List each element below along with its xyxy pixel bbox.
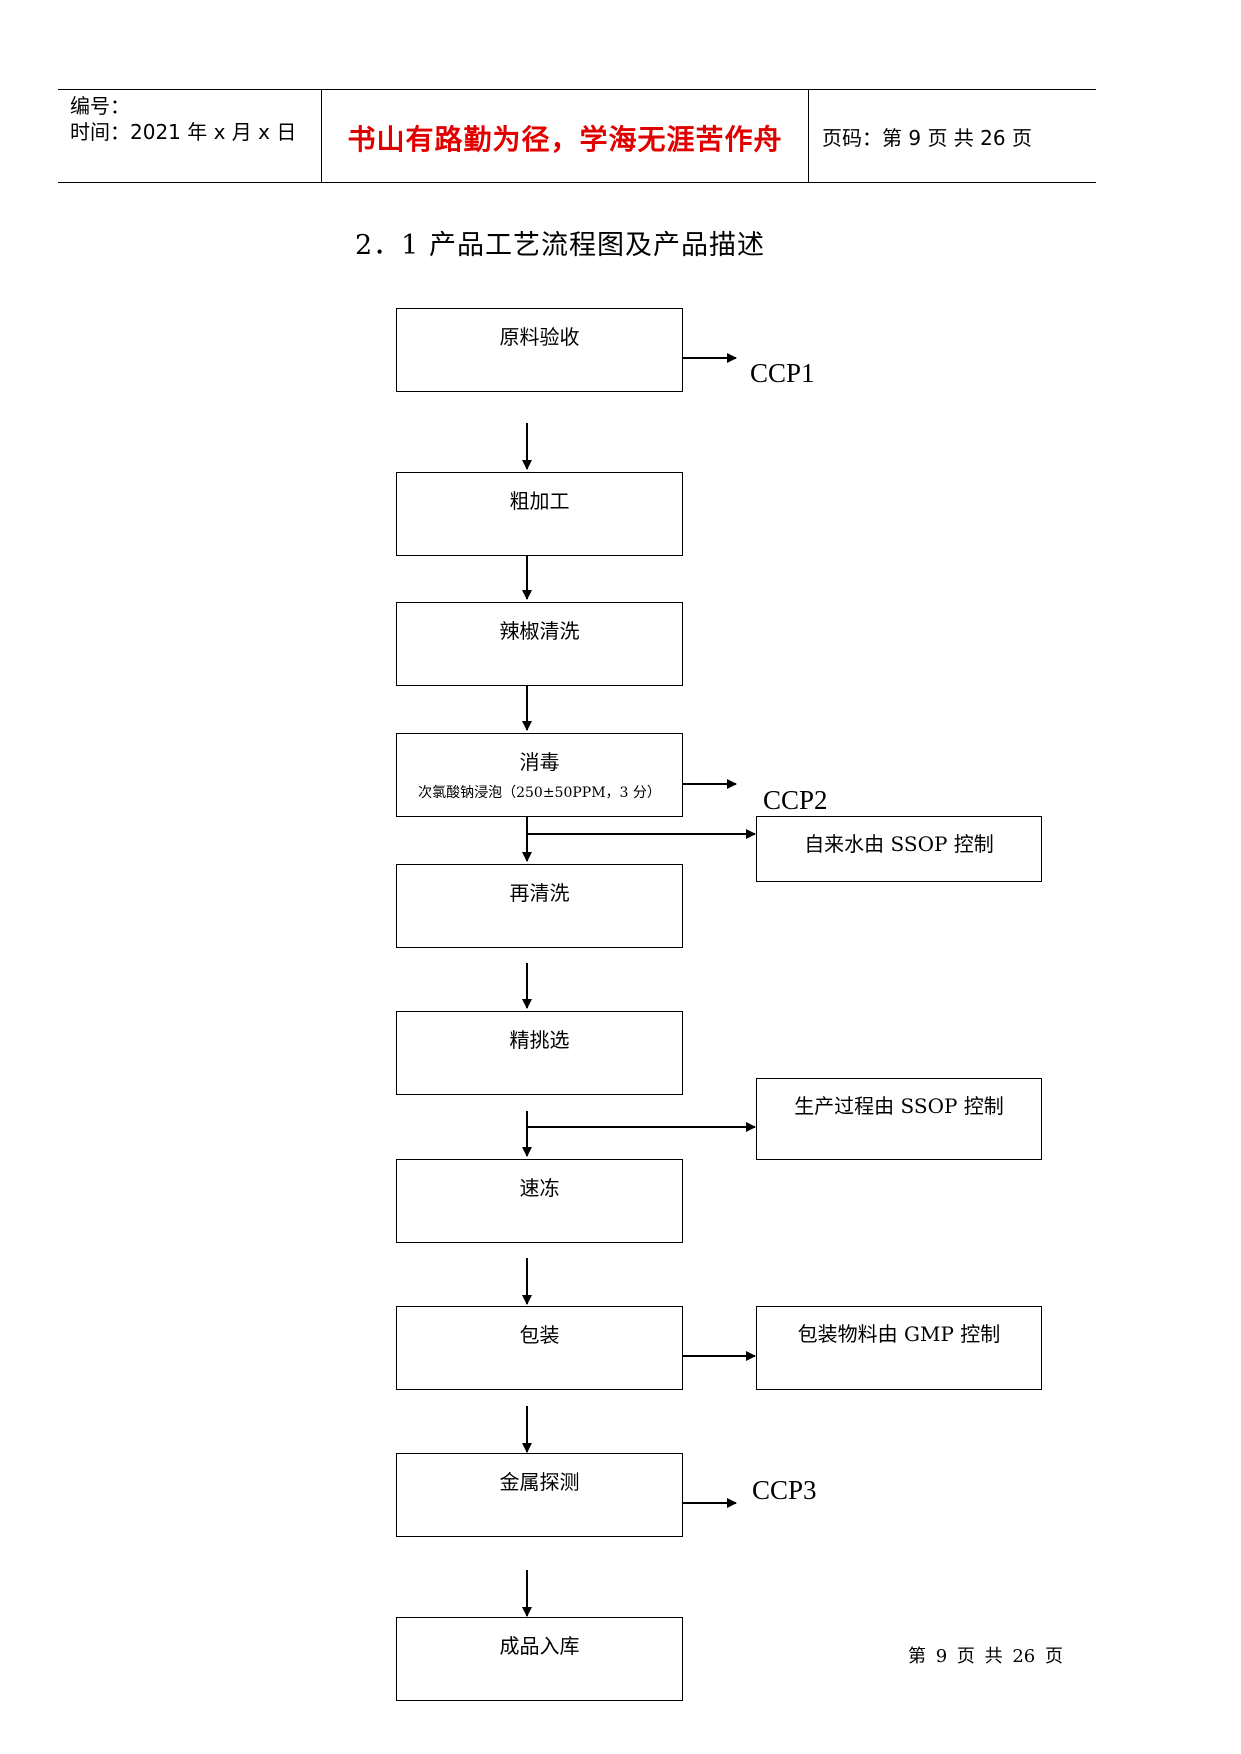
step-label: 包装 [519,1323,560,1347]
step-packaging: 包装 [396,1306,683,1390]
step-pepper-washing: 辣椒清洗 [396,602,683,686]
step-label: 原料验收 [499,325,580,349]
step-rough-processing: 粗加工 [396,472,683,556]
step-label: 成品入库 [499,1634,580,1658]
step-rewash: 再清洗 [396,864,683,948]
step-label: 金属探测 [499,1470,580,1494]
step-quick-freezing: 速冻 [396,1159,683,1243]
page-footer: 第 9 页 共 26 页 [908,1646,1063,1667]
control-process-ssop: 生产过程由 SSOP 控制 [756,1078,1042,1160]
control-label: 自来水由 SSOP 控制 [804,832,994,856]
step-label: 速冻 [519,1176,560,1200]
ccp1-label: CCP1 [750,358,815,388]
step-fine-sorting: 精挑选 [396,1011,683,1095]
step-disinfection: 消毒 次氯酸钠浸泡（250±50PPM，3 分） [396,733,683,817]
header-motto: 书山有路勤为径，学海无涯苦作舟 [347,123,783,156]
header-number-label: 编号： [70,94,130,118]
ccp2-label: CCP2 [763,785,828,815]
control-packaging-gmp: 包装物料由 GMP 控制 [756,1306,1042,1390]
step-label: 辣椒清洗 [499,619,580,643]
disinfection-note: 次氯酸钠浸泡（250±50PPM，3 分） [418,785,661,801]
header-page-label: 页码：第 9 页 共 26 页 [822,126,1032,150]
control-label: 生产过程由 SSOP 控制 [794,1094,1004,1118]
header-divider-2 [808,89,809,183]
step-metal-detection: 金属探测 [396,1453,683,1537]
header-divider-1 [321,89,322,183]
step-warehousing: 成品入库 [396,1617,683,1701]
header-bottom-border [58,182,1096,183]
step-raw-material-receiving: 原料验收 [396,308,683,392]
document-title: 2．1 产品工艺流程图及产品描述 [355,230,765,261]
header-time-label: 时间：2021 年 x 月 x 日 [70,120,297,144]
step-label: 精挑选 [509,1028,570,1052]
header-top-border [58,89,1096,90]
control-water-ssop: 自来水由 SSOP 控制 [756,816,1042,882]
control-label: 包装物料由 GMP 控制 [797,1322,1001,1346]
step-label: 粗加工 [509,489,570,513]
step-label: 消毒 [519,750,560,774]
step-label: 再清洗 [509,881,570,905]
ccp3-label: CCP3 [752,1475,817,1505]
